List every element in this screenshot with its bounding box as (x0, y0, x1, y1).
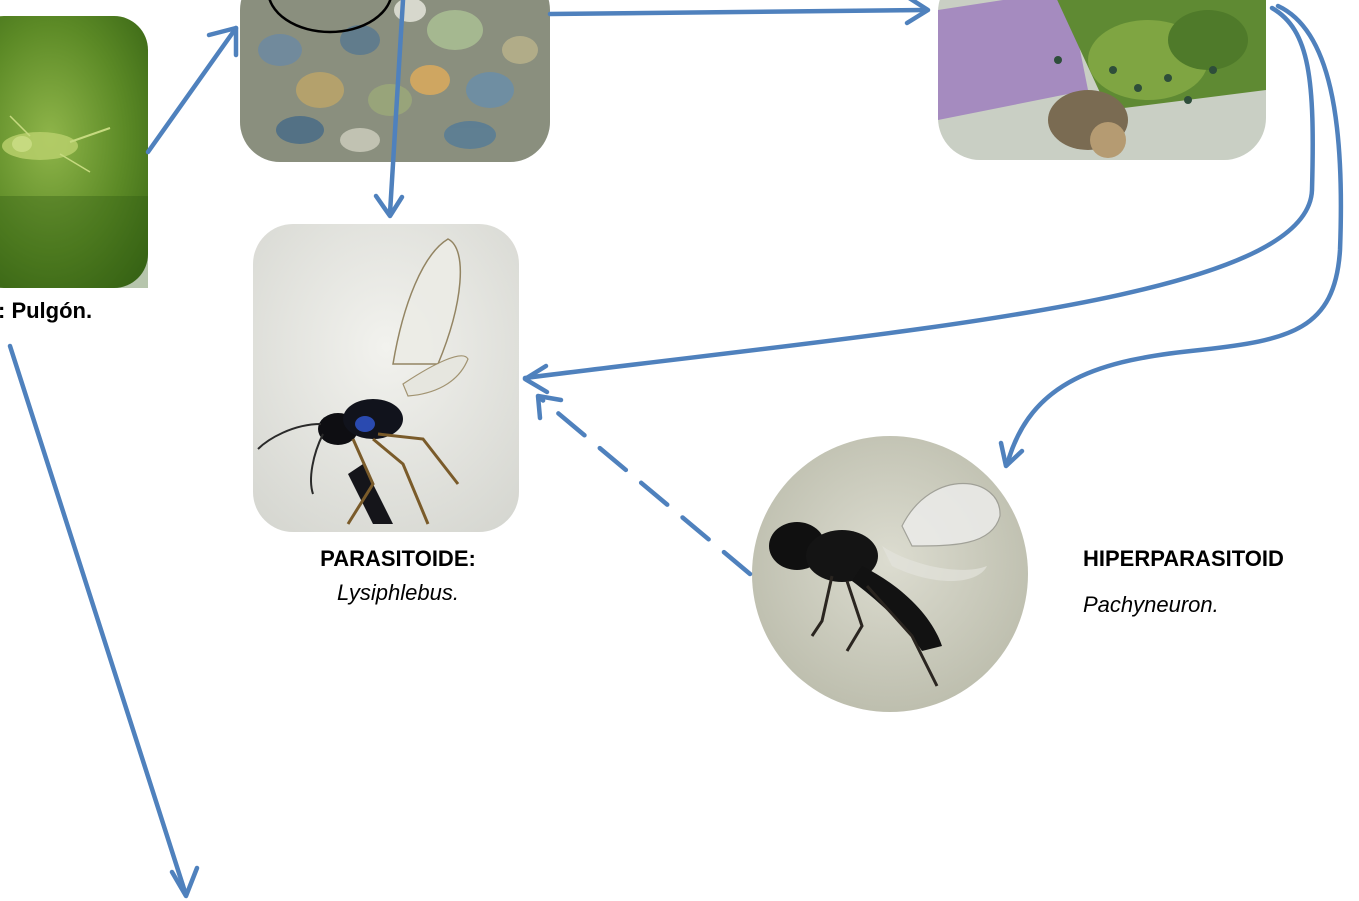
aphid-label-title: : Pulgón. (0, 298, 92, 323)
arrow-aphid-down-head (172, 868, 197, 896)
parasitoid-label-title: PARASITOIDE: (320, 546, 476, 571)
hyperparasitoid-genus-text: Pachyneuron. (1083, 592, 1219, 617)
aphid-label: : Pulgón. (0, 296, 92, 326)
arrow-aphid-to-colony (148, 28, 236, 152)
arrow-aphid-down (10, 346, 186, 895)
hyperparasitoid-label-title: HIPERPARASITOID (1083, 546, 1284, 571)
arrow-plant-to-parasitoid (525, 8, 1313, 378)
parasitoid-genus: Lysiphlebus. (288, 578, 508, 608)
arrow-colony-to-parasitoid (390, 0, 403, 213)
arrow-plant-to-parasitoid-head (525, 366, 547, 392)
parasitoid-label: PARASITOIDE: (288, 544, 508, 574)
hyperparasitoid-genus: Pachyneuron. (1083, 590, 1219, 620)
hyperparasitoid-label: HIPERPARASITOID (1083, 544, 1284, 574)
arrow-colony-to-plant (550, 10, 926, 14)
arrow-plant-to-hyperparasitoid (1007, 6, 1341, 465)
parasitoid-genus-text: Lysiphlebus. (337, 580, 459, 605)
arrow-hyper-to-parasitoid-dashed (540, 398, 750, 574)
